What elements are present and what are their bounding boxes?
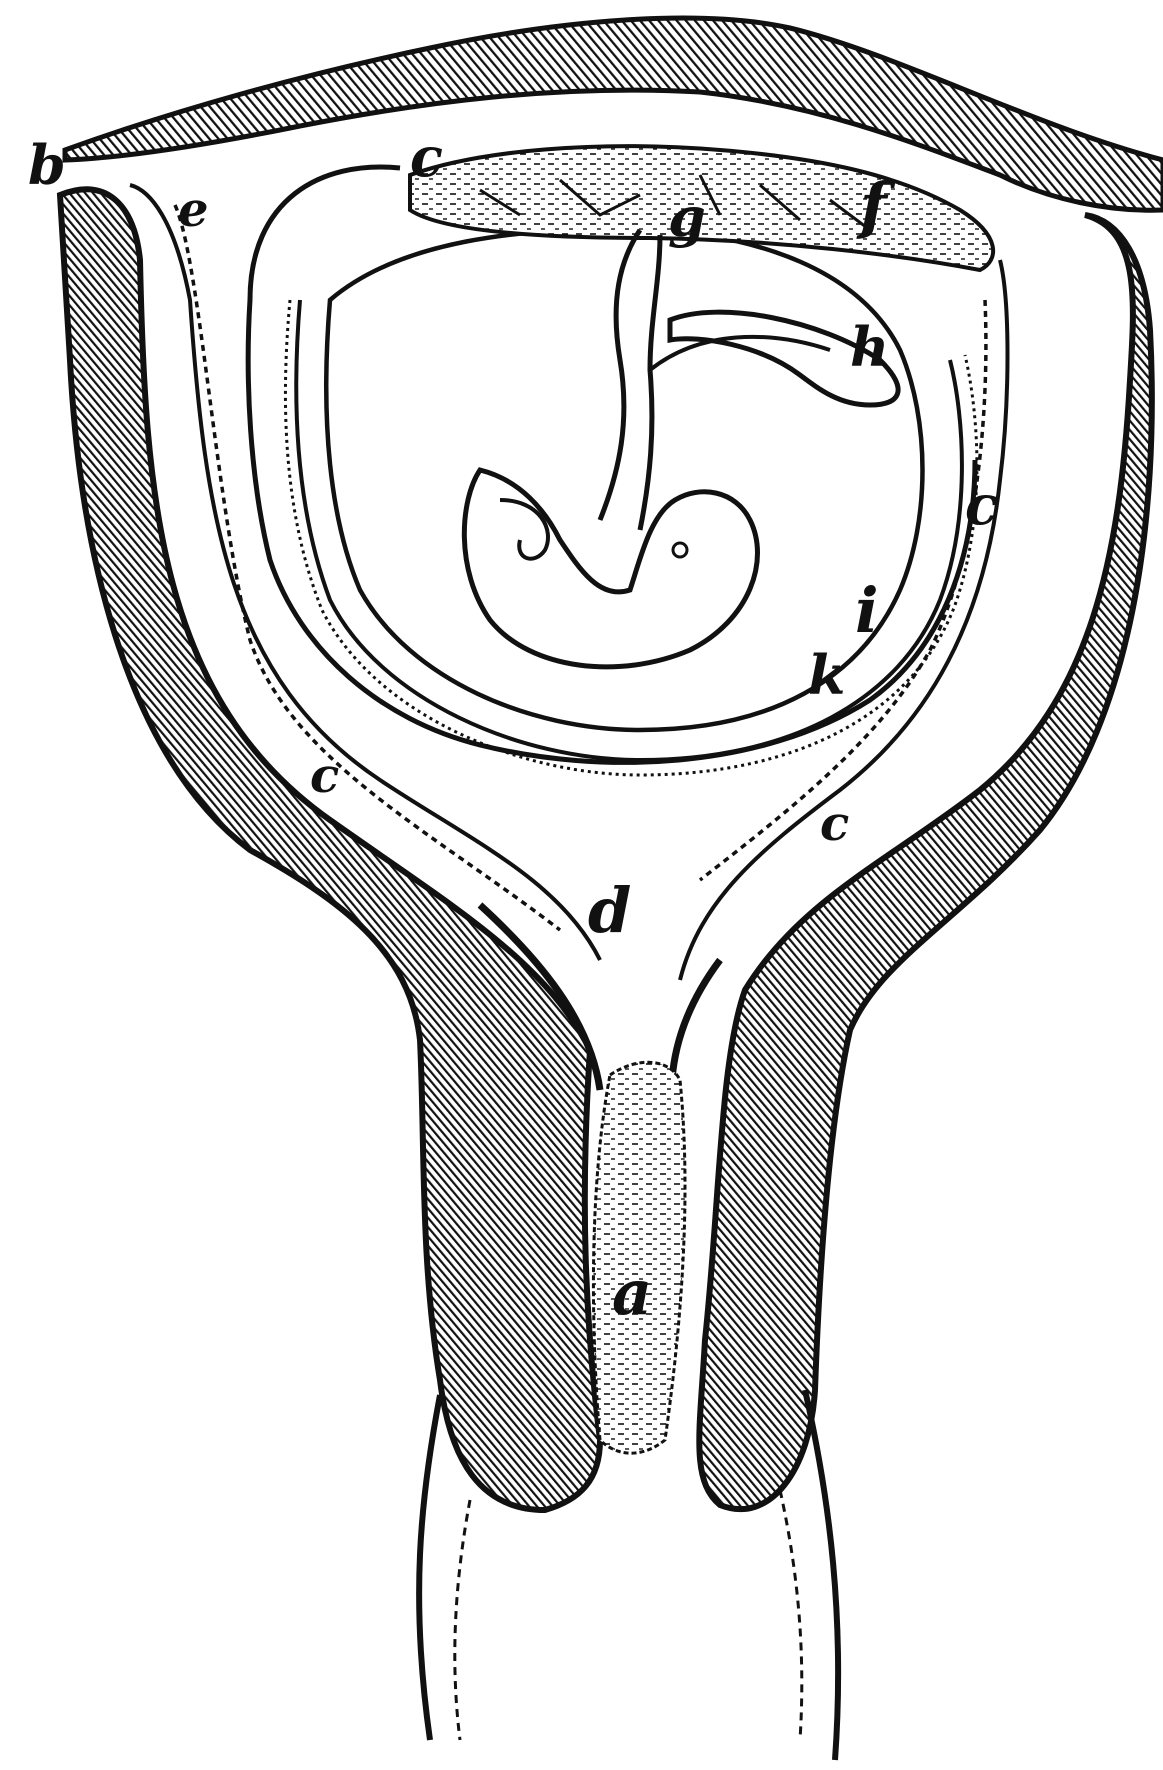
label-c-right: c (965, 478, 998, 532)
label-g: g (668, 190, 706, 244)
label-i: i (855, 580, 879, 642)
label-b: b (28, 138, 66, 192)
vaginal-wall-left-inner (455, 1500, 470, 1740)
label-e: e (178, 186, 209, 234)
decidua-reflexa (248, 167, 975, 762)
label-d: d (588, 880, 631, 942)
umbilical-cord-2 (640, 235, 660, 530)
label-a: a (612, 1262, 652, 1324)
vaginal-wall-left (419, 1395, 440, 1740)
uterine-wall (60, 189, 600, 1510)
uterine-wall-right (699, 215, 1152, 1509)
umbilical-cord (600, 230, 640, 520)
label-k: k (808, 648, 845, 702)
vaginal-wall-right-inner (780, 1490, 802, 1740)
label-c-top: c (410, 130, 443, 184)
label-c-left-low: c (310, 752, 339, 800)
label-c-right-low: c (820, 800, 849, 848)
vaginal-wall-right (805, 1390, 838, 1760)
label-h: h (850, 320, 889, 374)
label-f: f (860, 175, 887, 237)
